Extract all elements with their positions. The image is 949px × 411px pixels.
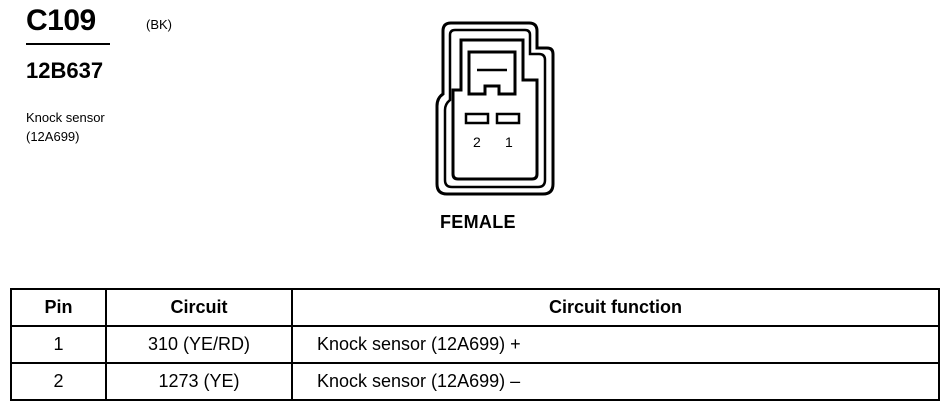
part-number: 12B637: [26, 58, 104, 83]
header-circuit: Circuit: [105, 288, 293, 327]
header-pin: Pin: [10, 288, 107, 327]
pin-cell: 2: [10, 362, 107, 401]
table-row: 2 1273 (YE) Knock sensor (12A699) –: [10, 362, 940, 401]
connector-id: C109: [26, 4, 96, 37]
cavity-label-2: 2: [473, 134, 481, 150]
connector-face-svg: 2 1: [435, 21, 555, 196]
circuit-cell: 1273 (YE): [105, 362, 293, 401]
component-part-ref: (12A699): [26, 129, 80, 144]
cavity-label-1: 1: [505, 134, 513, 150]
header-circuit-function: Circuit function: [291, 288, 940, 327]
component-description: Knock sensor (12A699): [26, 108, 105, 146]
pinout-table: Pin Circuit Circuit function 1 310 (YE/R…: [10, 288, 940, 401]
connector-id-underline: [26, 43, 110, 45]
pin-cavity-1: [495, 112, 521, 125]
connector-inner-body: [451, 38, 539, 181]
component-name: Knock sensor: [26, 110, 105, 125]
wire-color-code: (BK): [146, 17, 172, 32]
connector-outer-shell: [435, 21, 555, 196]
pin-cell: 1: [10, 325, 107, 364]
connector-middle-shell: [443, 28, 547, 189]
connector-gender-label: FEMALE: [440, 212, 516, 232]
pin-cavity-2: [464, 112, 490, 125]
table-header-row: Pin Circuit Circuit function: [10, 288, 940, 327]
circuit-cell: 310 (YE/RD): [105, 325, 293, 364]
connector-face-diagram: 2 1: [433, 20, 557, 205]
circuit-function-cell: Knock sensor (12A699) +: [291, 325, 940, 364]
circuit-function-cell: Knock sensor (12A699) –: [291, 362, 940, 401]
table-row: 1 310 (YE/RD) Knock sensor (12A699) +: [10, 325, 940, 364]
connector-latch: [467, 50, 517, 96]
